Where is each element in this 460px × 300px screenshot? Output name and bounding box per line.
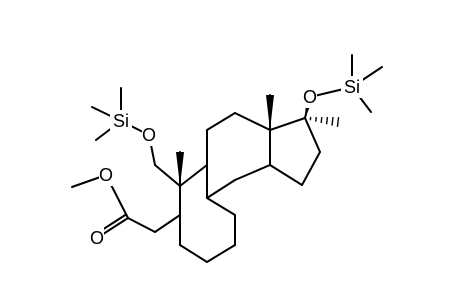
bond-c4-c5 [179,164,208,187]
atom-label-mask [99,164,113,186]
atom-label-si1: Si [113,111,129,131]
bond-c13-c17 [269,117,306,131]
hashed-bond-c17-methyl-stroke [336,116,340,128]
atom-label-mask [90,227,104,249]
bond-c3-ca [154,214,181,233]
hashed-bond-c17-methyl-stroke [315,116,317,122]
bond-c14-c15 [234,164,271,181]
atom-label-mask [341,76,363,98]
bond-c7-c6 [179,244,208,263]
hashed-bond-c17-methyl-stroke [331,116,334,126]
atom-label-mask [110,110,132,132]
bond-c12-c13 [234,112,271,131]
bond-layer [71,54,383,263]
bond-ch2o-c4 [154,164,181,187]
bond-c8-c7 [206,244,236,263]
atom-label-si2: Si [344,77,360,97]
wedge-bond-c4-methyl [176,152,184,186]
bond-c16-c15b [301,151,321,186]
bond-c15-c10 [206,179,236,199]
atom-label-mask [142,124,156,146]
hashed-bond-c17-methyl-stroke [320,116,323,124]
atom-label-o2: O [303,87,317,107]
bond-ca-cest [127,217,156,233]
atom-label-o1: O [142,125,156,145]
wedge-bond-c13-methyl [266,95,274,130]
atom-label-mask [303,86,317,108]
bond-c17-c16 [304,117,321,153]
bond-c15b-c14 [269,164,303,186]
bond-c10-c9 [206,197,236,216]
bond-c11-c12 [206,112,236,131]
atom-label-o4: O [90,228,104,248]
hashed-bond-c17-methyl-stroke [325,116,329,125]
atom-label-o3: O [99,165,113,185]
